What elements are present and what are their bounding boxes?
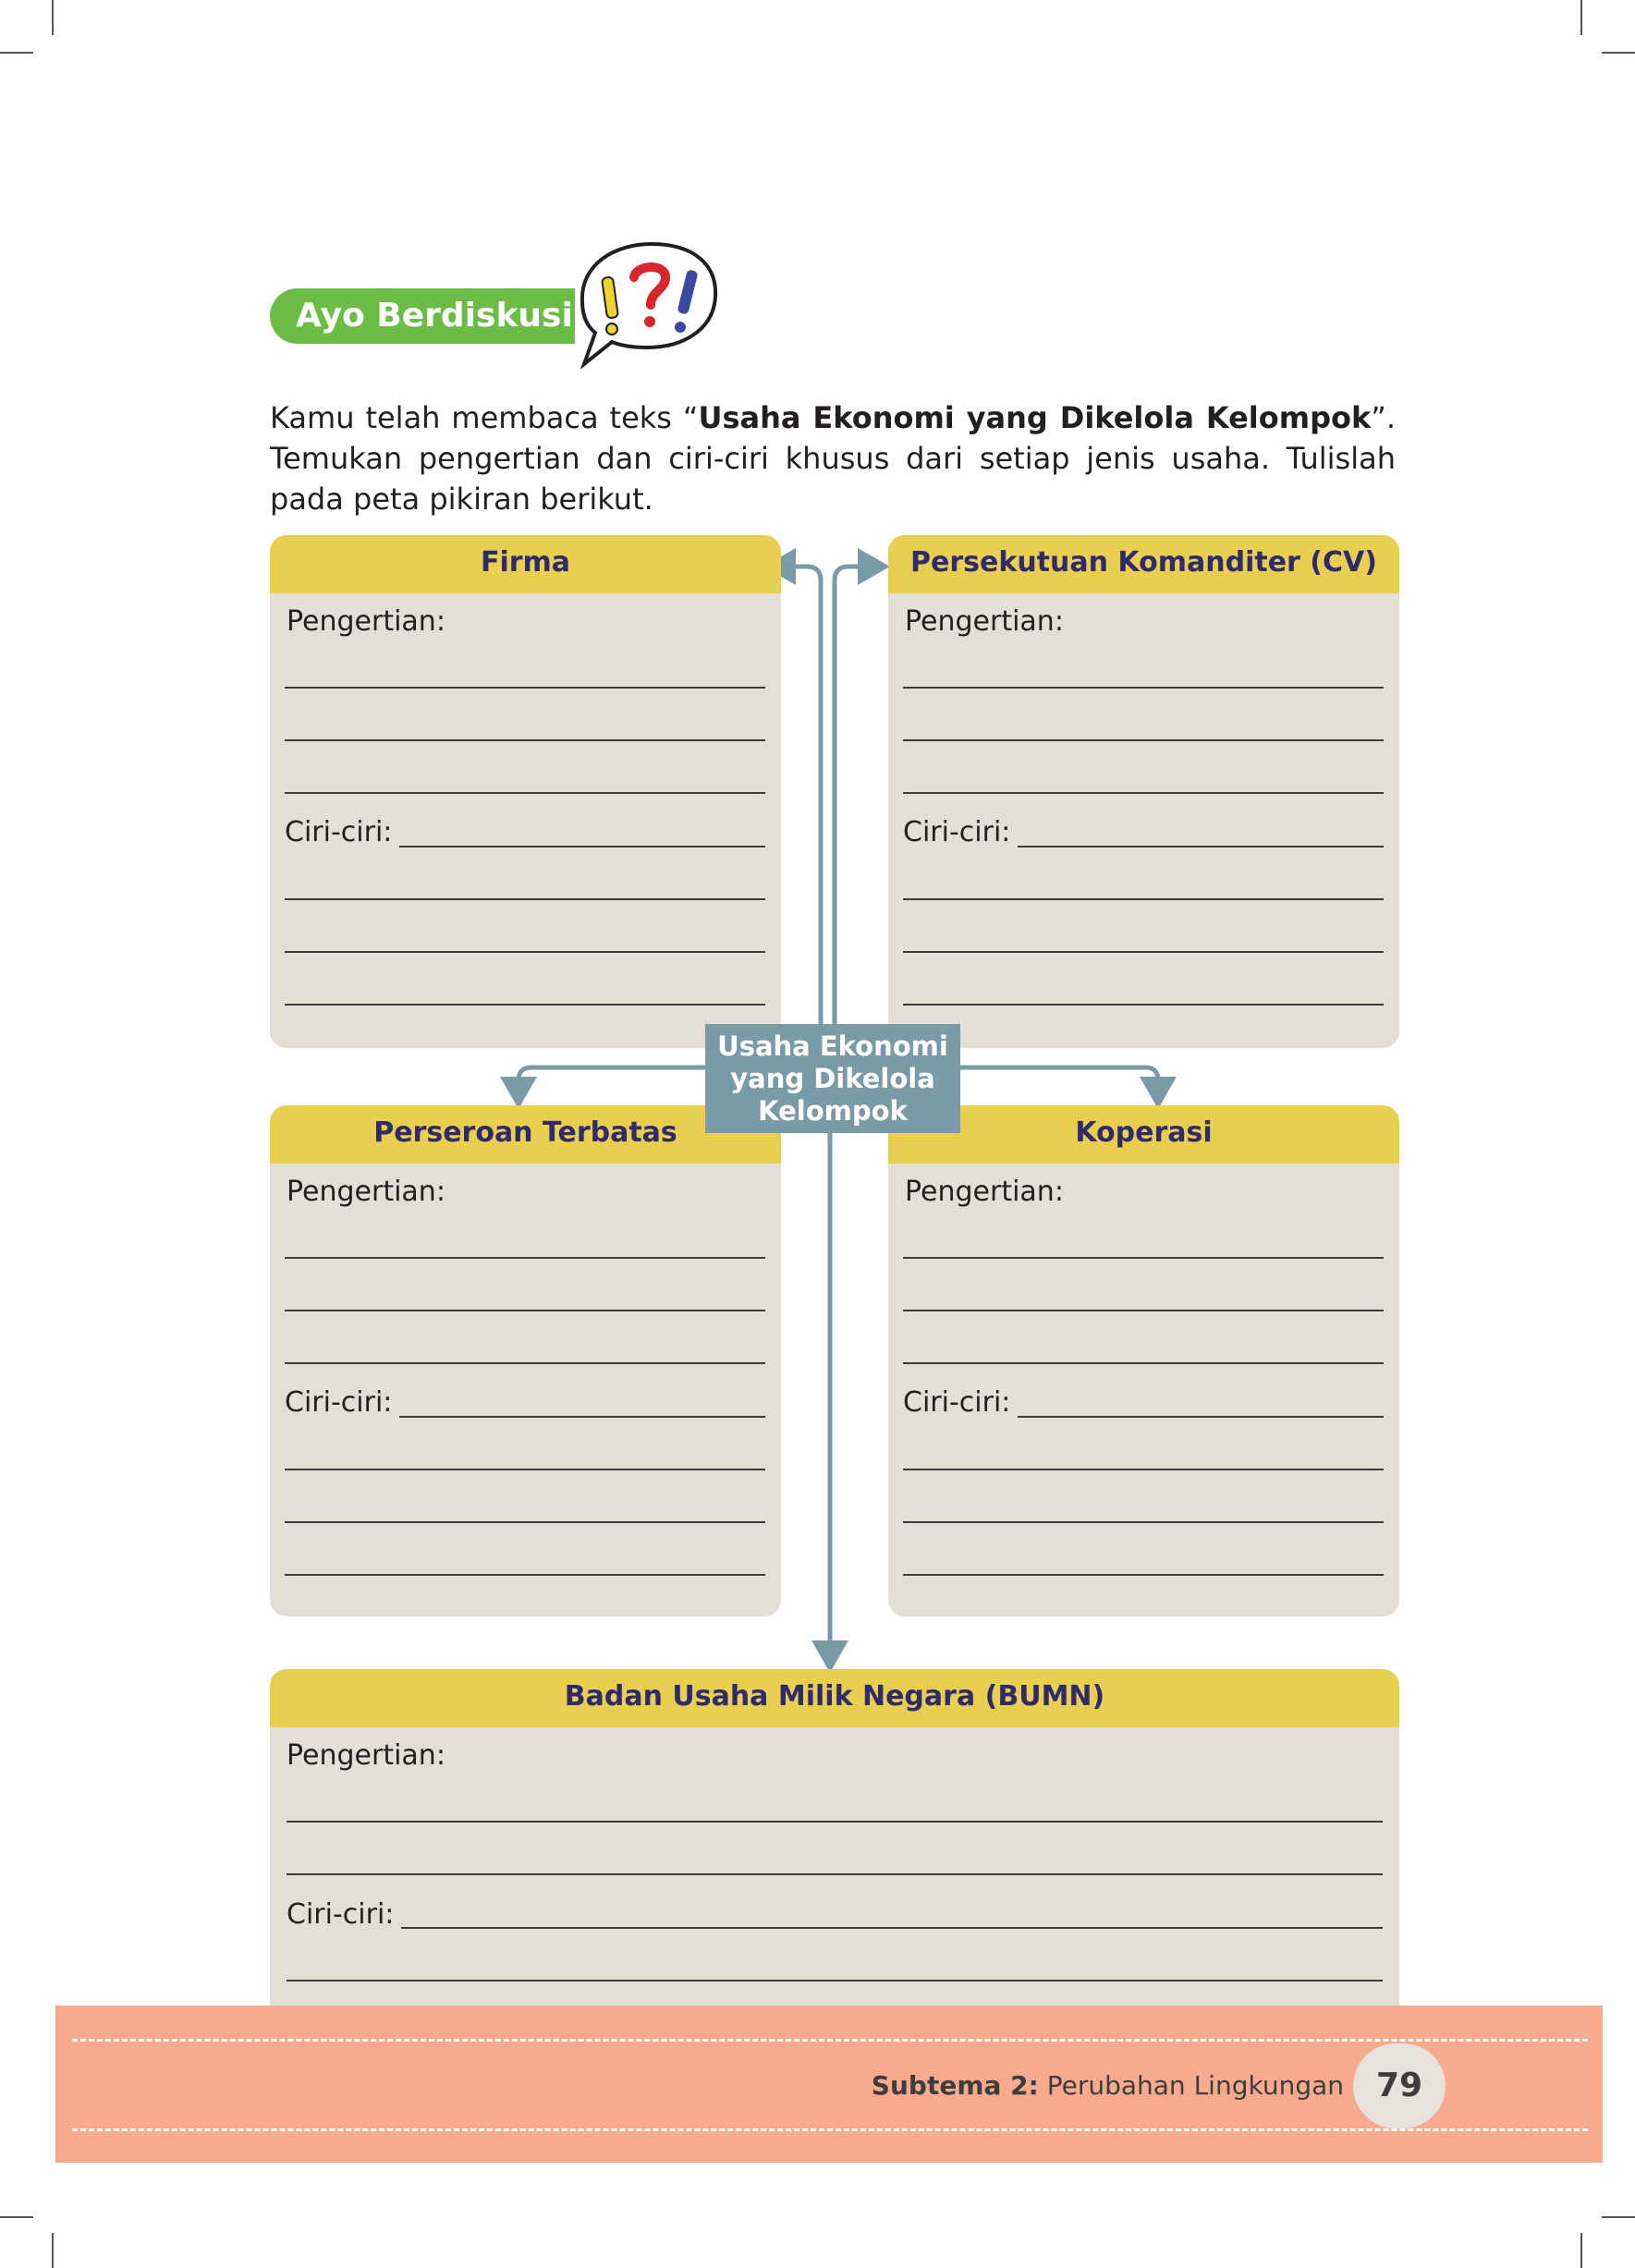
pengertian-label: Pengertian:	[287, 605, 445, 638]
answer-line[interactable]	[401, 1927, 1383, 1929]
card-bumn-title: Badan Usaha Milik Negara (BUMN)	[270, 1669, 1399, 1727]
page-number: 79	[1353, 2043, 1446, 2128]
answer-line[interactable]	[903, 1521, 1384, 1523]
answer-line[interactable]	[285, 792, 765, 794]
answer-line[interactable]	[903, 951, 1384, 953]
answer-line[interactable]	[285, 687, 765, 689]
answer-line[interactable]	[399, 1416, 765, 1418]
footer-divider	[72, 2128, 1588, 2131]
answer-line[interactable]	[287, 1873, 1383, 1875]
central-topic-line-1: Usaha Ekonomi	[717, 1030, 948, 1062]
crop-mark	[0, 2216, 33, 2218]
ciri-label: Ciri-ciri:	[287, 1898, 395, 1931]
footer-subtheme-name: Perubahan Lingkungan	[1046, 2070, 1344, 2101]
answer-line[interactable]	[287, 1821, 1383, 1823]
crop-mark	[1602, 52, 1635, 54]
intro-text-1: Kamu telah membaca teks “	[270, 400, 699, 435]
crop-mark	[0, 52, 33, 54]
page-footer: Subtema 2: Perubahan Lingkungan	[55, 2006, 1603, 2163]
central-topic-line-3: Kelompok	[758, 1094, 908, 1127]
answer-line[interactable]	[285, 1574, 765, 1576]
answer-line[interactable]	[903, 898, 1384, 900]
card-cv-title: Persekutuan Komanditer (CV)	[888, 535, 1399, 593]
card-pt: Perseroan Terbatas Pengertian: Ciri-ciri…	[270, 1105, 781, 1616]
central-topic-node: Usaha Ekonomi yang Dikelola Kelompok	[705, 1024, 960, 1133]
pengertian-label: Pengertian:	[905, 1176, 1064, 1208]
crop-mark	[1602, 2216, 1635, 2218]
answer-line[interactable]	[285, 1469, 765, 1470]
card-bumn: Badan Usaha Milik Negara (BUMN) Pengerti…	[270, 1669, 1399, 2006]
answer-line[interactable]	[903, 1310, 1384, 1311]
answer-line[interactable]	[903, 1574, 1384, 1576]
intro-paragraph: Kamu telah membaca teks “Usaha Ekonomi y…	[270, 397, 1396, 519]
card-pt-title: Perseroan Terbatas	[270, 1105, 781, 1164]
intro-text-title: Usaha Ekonomi yang Dikelola Kelompok	[698, 400, 1372, 435]
answer-line[interactable]	[903, 687, 1384, 689]
answer-line[interactable]	[903, 739, 1384, 741]
ciri-label: Ciri-ciri:	[285, 816, 393, 848]
card-firma: Firma Pengertian: Ciri-ciri:	[270, 535, 781, 1048]
crop-mark	[1580, 2233, 1582, 2268]
answer-line[interactable]	[287, 1980, 1383, 1981]
answer-line[interactable]	[285, 1310, 765, 1311]
discussion-bubble-icon	[580, 241, 718, 370]
section-badge-label: Ayo Berdiskusi	[296, 297, 573, 335]
pengertian-label: Pengertian:	[287, 1176, 445, 1208]
answer-line[interactable]	[285, 1362, 765, 1364]
answer-line[interactable]	[285, 1257, 765, 1259]
answer-line[interactable]	[285, 1521, 765, 1523]
answer-line[interactable]	[285, 951, 765, 953]
crop-mark	[52, 0, 54, 35]
answer-line[interactable]	[903, 1362, 1384, 1364]
card-cv: Persekutuan Komanditer (CV) Pengertian: …	[888, 535, 1399, 1048]
ciri-label: Ciri-ciri:	[285, 1386, 393, 1419]
answer-line[interactable]	[903, 792, 1384, 794]
ciri-label: Ciri-ciri:	[903, 1386, 1011, 1419]
card-koperasi-title: Koperasi	[888, 1105, 1399, 1164]
answer-line[interactable]	[285, 898, 765, 900]
crop-mark	[52, 2233, 54, 2268]
footer-divider	[72, 2039, 1588, 2042]
ciri-label: Ciri-ciri:	[903, 816, 1011, 848]
answer-line[interactable]	[1018, 1416, 1384, 1418]
answer-line[interactable]	[285, 1004, 765, 1006]
card-koperasi: Koperasi Pengertian: Ciri-ciri:	[888, 1105, 1399, 1616]
answer-line[interactable]	[1018, 846, 1384, 847]
answer-line[interactable]	[903, 1257, 1384, 1259]
footer-subtheme-label: Subtema 2:	[871, 2070, 1039, 2101]
footer-subtheme: Subtema 2: Perubahan Lingkungan	[872, 2070, 1344, 2101]
answer-line[interactable]	[903, 1469, 1384, 1470]
central-topic-line-2: yang Dikelola	[730, 1062, 935, 1094]
pengertian-label: Pengertian:	[287, 1739, 445, 1772]
card-firma-title: Firma	[270, 535, 781, 593]
crop-mark	[1580, 0, 1582, 35]
answer-line[interactable]	[285, 739, 765, 741]
pengertian-label: Pengertian:	[905, 605, 1064, 638]
answer-line[interactable]	[903, 1004, 1384, 1006]
answer-line[interactable]	[399, 846, 765, 847]
section-badge: Ayo Berdiskusi	[270, 288, 575, 344]
intro-text-2: ”. Temukan pengertian dan ciri-ciri khus…	[270, 400, 1397, 517]
